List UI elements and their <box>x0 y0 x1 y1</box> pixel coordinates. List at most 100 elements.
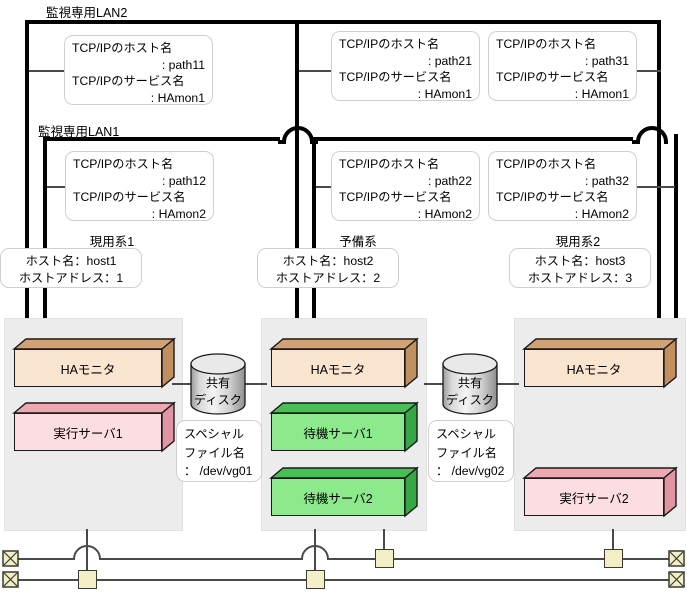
lan2-lead-host2 <box>299 70 331 72</box>
drop-line-host1-upper <box>86 529 88 559</box>
host-address: ホストアドレス：3 <box>527 270 633 285</box>
tcpip-service-name-label: TCP/IPのサービス名 <box>339 190 452 204</box>
lan1-bus-right-vertical <box>674 134 678 318</box>
slab-standby-server-1: 待機サーバ1 <box>269 401 419 453</box>
shared-disk-link-left-1 <box>172 383 196 385</box>
tcpip-host-name-value: : path32 <box>584 173 629 188</box>
lan1-bus-hop-middle-icon <box>278 126 318 144</box>
special-file-note-line3: ： /dev/vg02 <box>436 464 505 478</box>
lan1-bus-top-segment-left <box>43 137 280 141</box>
shared-disk-note-1: スペシャル ファイル名 ： /dev/vg01 <box>176 420 262 482</box>
host-identity-box-3: ホスト名：host3 ホストアドレス：3 <box>509 248 651 288</box>
bottom-bus-hop-middle-icon <box>298 545 332 560</box>
slab-label: 待機サーバ2 <box>271 478 405 516</box>
lan1-label: 監視専用LAN1 <box>38 125 120 139</box>
special-file-note-line2: ファイル名 <box>184 445 245 460</box>
host-name: ホスト名：host2 <box>282 254 374 268</box>
tcpip-host-name-label: TCP/IPのホスト名 <box>339 157 440 171</box>
slab-active-server-1: 実行サーバ1 <box>12 401 176 453</box>
drop-line-host2-second <box>383 529 385 555</box>
tcpip-service-name-label: TCP/IPのサービス名 <box>339 70 452 84</box>
shared-disk-caption-line1: 共有 <box>205 376 231 390</box>
slab-label: HAモニタ <box>524 349 664 387</box>
tcpip-service-name-value: : HAmon1 <box>150 90 205 105</box>
lan2-bus-left-vertical <box>25 20 29 318</box>
drop-line-host2-upper <box>314 529 316 559</box>
tcpip-service-name-value: : HAmon1 <box>417 86 472 101</box>
system-role-label-2: 予備系 <box>339 235 377 249</box>
uplink-stub-3b <box>674 290 678 318</box>
host-identity-box-2: ホスト名：host2 ホストアドレス：2 <box>257 248 399 288</box>
tcpip-service-name-label: TCP/IPのサービス名 <box>496 70 609 84</box>
slab-label: HAモニタ <box>271 349 405 387</box>
lan1-bus-left-vertical <box>43 137 47 318</box>
shared-disk-caption-line2: ディスク <box>194 393 242 407</box>
tcpip-service-name-value: : HAmon1 <box>574 86 629 101</box>
tcpip-service-name-label: TCP/IPのサービス名 <box>496 190 609 204</box>
tcpip-host-name-value: : path11 <box>161 57 205 72</box>
tcpip-service-name-value: : HAmon2 <box>417 206 472 221</box>
lan2-lead-host1 <box>29 70 64 72</box>
drop-line-host2-lower <box>314 545 316 580</box>
drop-line-host1-lower <box>86 545 88 580</box>
uplink-stub-1b <box>43 290 47 318</box>
lan2-lead-host3 <box>637 70 661 72</box>
shared-disk-link-right-2 <box>495 383 519 385</box>
slab-active-server-2: 実行サーバ2 <box>522 466 678 518</box>
host-address: ホストアドレス：2 <box>275 270 381 285</box>
lan1-bus-hop-right-icon <box>632 126 668 144</box>
lan2-bus-middle-vertical <box>295 20 299 318</box>
shared-disk-caption: 共有 ディスク <box>190 375 246 409</box>
system-role-label-3: 現用系2 <box>555 235 601 249</box>
tcpip-host-name-label: TCP/IPのホスト名 <box>496 157 597 171</box>
tcpip-host-name-value: : path31 <box>584 53 629 68</box>
shared-disk-caption-line1: 共有 <box>457 376 483 390</box>
shared-disk-note-2: スペシャル ファイル名 ： /dev/vg02 <box>428 420 514 482</box>
bottom-bus-hop-left-icon <box>70 545 104 560</box>
uplink-stub-3a <box>657 290 661 318</box>
lan2-label: 監視専用LAN2 <box>46 6 128 20</box>
tcpip-host-name-label: TCP/IPのホスト名 <box>339 37 440 51</box>
special-file-note-line1: スペシャル <box>184 427 245 441</box>
lan1-path-box-host1: TCP/IPのホスト名 : path12 TCP/IPのサービス名 : HAmo… <box>65 151 214 221</box>
special-file-note-line1: スペシャル <box>436 427 497 441</box>
host-address: ホストアドレス：1 <box>18 270 124 285</box>
bottom-bus-lower <box>18 579 669 581</box>
lan1-path-box-host2: TCP/IPのホスト名 : path22 TCP/IPのサービス名 : HAmo… <box>331 151 480 221</box>
shared-disk-caption-line2: ディスク <box>446 393 494 407</box>
lan2-bus-top <box>25 20 661 24</box>
slab-label: 待機サーバ1 <box>271 413 405 451</box>
tcpip-host-name-label: TCP/IPのホスト名 <box>72 41 173 55</box>
shared-disk-1: 共有 ディスク <box>190 353 246 415</box>
tcpip-host-name-label: TCP/IPのホスト名 <box>73 157 174 171</box>
lan2-bus-right-vertical <box>657 20 661 318</box>
tcpip-host-name-label: TCP/IPのホスト名 <box>496 37 597 51</box>
lan1-bus-middle-vertical <box>312 137 316 318</box>
shared-disk-2: 共有 ディスク <box>442 353 498 415</box>
tcpip-service-name-value: : HAmon2 <box>151 206 206 221</box>
drop-line-host3 <box>612 529 614 555</box>
lan1-path-box-host3: TCP/IPのホスト名 : path32 TCP/IPのサービス名 : HAmo… <box>488 151 637 221</box>
lan1-bus-top-segment-right <box>314 137 633 141</box>
host-name: ホスト名：host1 <box>25 254 117 268</box>
bus-terminator-lower-left-icon <box>2 571 19 588</box>
tcpip-host-name-value: : path21 <box>427 53 472 68</box>
tcpip-host-name-value: : path22 <box>427 173 472 188</box>
host-identity-box-1: ホスト名：host1 ホストアドレス：1 <box>0 248 142 288</box>
bus-terminator-upper-right-icon <box>668 550 685 567</box>
shared-disk-link-left-2 <box>424 383 448 385</box>
lan2-path-box-host3: TCP/IPのホスト名 : path31 TCP/IPのサービス名 : HAmo… <box>488 31 637 101</box>
uplink-stub-1a <box>25 290 29 318</box>
bottom-bus-upper-seg1 <box>18 558 72 560</box>
slab-label: HAモニタ <box>14 349 162 387</box>
network-tap-host1-lower <box>78 570 97 589</box>
uplink-stub-2a <box>295 290 299 318</box>
slab-ha-monitor-2: HAモニタ <box>269 337 419 389</box>
bottom-bus-upper-seg2 <box>101 558 300 560</box>
slab-ha-monitor-1: HAモニタ <box>12 337 176 389</box>
bottom-bus-upper-seg3 <box>329 558 669 560</box>
host-name: ホスト名：host3 <box>534 254 626 268</box>
network-tap-host2-lower <box>306 570 325 589</box>
lan2-path-box-host2: TCP/IPのホスト名 : path21 TCP/IPのサービス名 : HAmo… <box>331 31 480 101</box>
